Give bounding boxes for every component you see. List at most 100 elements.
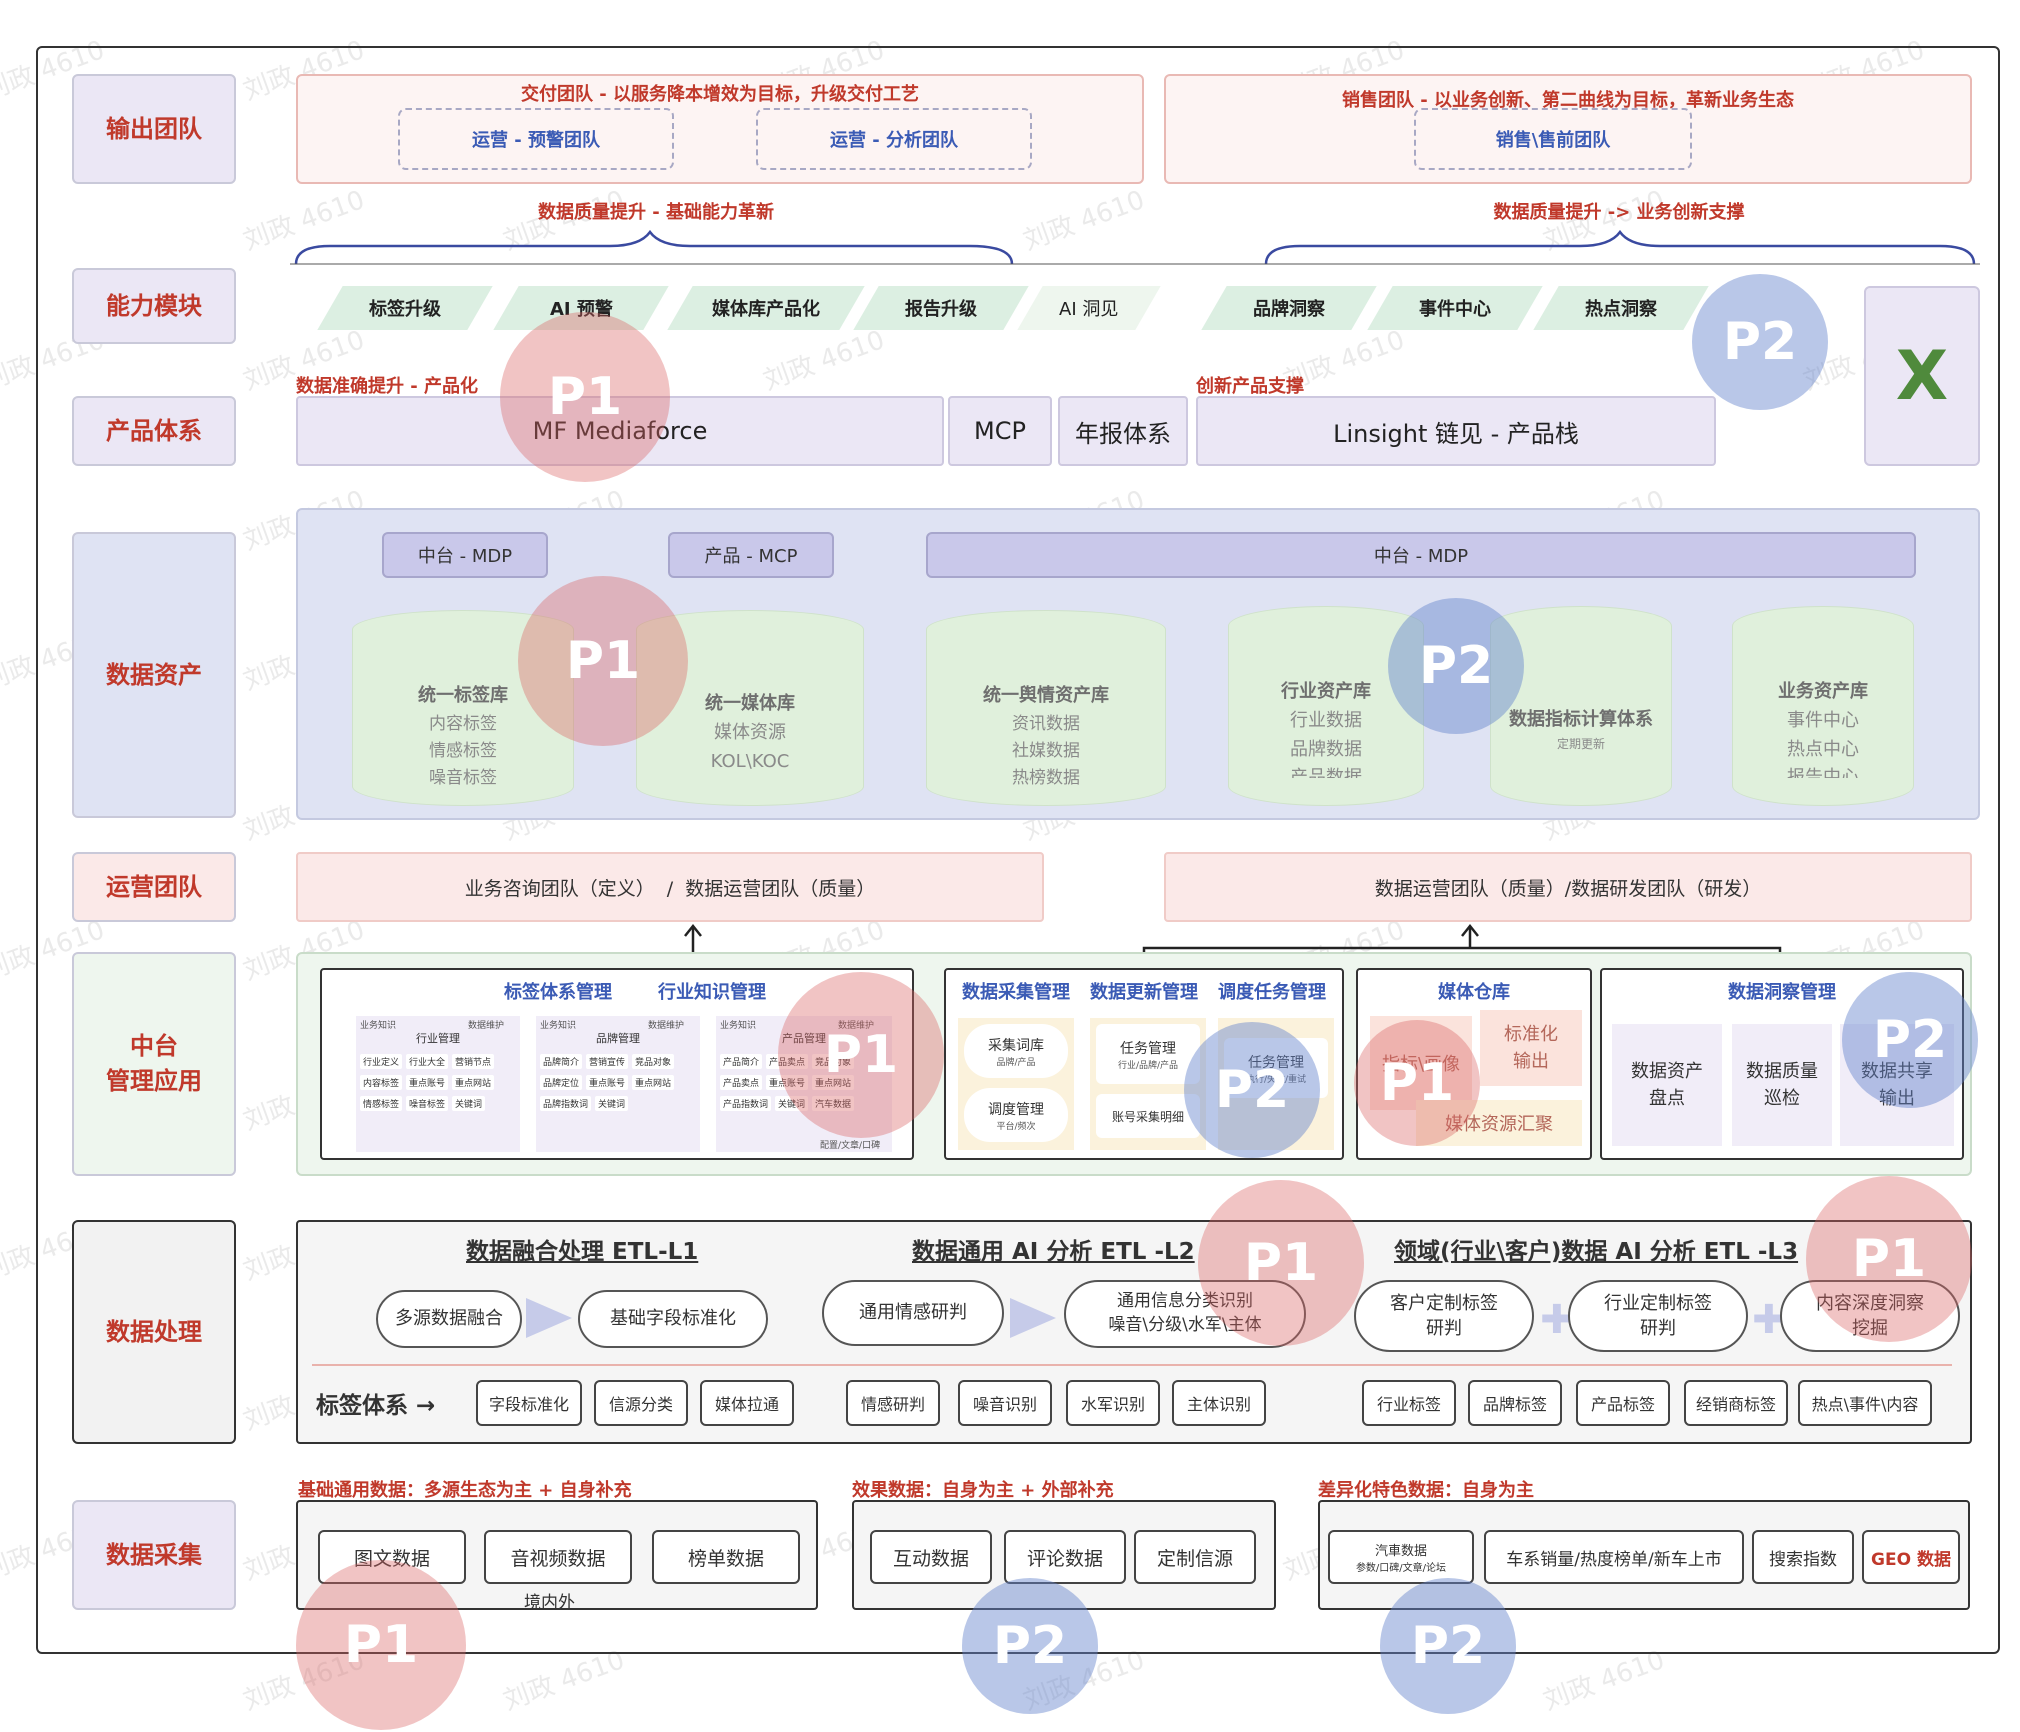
cylinder-media-library-text: 统一媒体库 媒体资源 KOL\KOC bbox=[636, 690, 864, 776]
mid-schedule-title: 调度任务管理 bbox=[1218, 982, 1326, 1003]
mid-update-panel: 任务管理行业/品牌/产品 账号采集明细 bbox=[1090, 1018, 1206, 1150]
cylinder-media-library-line: 媒体资源 bbox=[714, 721, 786, 743]
row-label-product: 产品体系 bbox=[72, 396, 236, 466]
processing-l2-title: 数据通用 AI 分析 ETL -L2 bbox=[912, 1239, 1195, 1265]
cylinder-metrics-system bbox=[1490, 606, 1672, 806]
capability-report-upgrade-label: 报告升级 bbox=[905, 299, 977, 320]
product-mf-label: MF Mediaforce bbox=[532, 417, 708, 445]
processing-multi-source-fusion: 多源数据融合 bbox=[376, 1290, 522, 1348]
cylinder-sentiment-library bbox=[926, 610, 1166, 806]
processing-tag: 经销商标签 bbox=[1684, 1380, 1788, 1426]
delivery-team-title: 交付团队 - 以服务降本增效为目标，升级交付工艺 bbox=[520, 84, 919, 105]
priority-p2-capability: P2 bbox=[1692, 274, 1828, 410]
mid-panel-tag: 情感标签 bbox=[360, 1096, 403, 1111]
mid-panel-note: 配置/文章/口碑 bbox=[820, 1141, 881, 1151]
mid-panel-tags: 行业定义行业大全营销节点内容标签重点账号重点网站情感标签噪音标签关键词 bbox=[358, 1050, 518, 1113]
capability-event-center-label: 事件中心 bbox=[1419, 299, 1491, 320]
collect-ranking: 榜单数据 bbox=[652, 1530, 800, 1584]
priority-p2-mid-schedule: P2 bbox=[1184, 1022, 1320, 1158]
mid-panel-h1: 业务知识 bbox=[720, 1021, 757, 1031]
collect-custom-source: 定制信源 bbox=[1134, 1530, 1256, 1584]
cylinder-tag-library-line: 噪音标签 bbox=[429, 768, 497, 789]
product-linsight: Linsight 链见 - 产品栈 bbox=[1196, 396, 1716, 466]
mid-panel-tag: 品牌指数词 bbox=[540, 1096, 592, 1111]
mid-panel-title: 品牌管理 bbox=[596, 1032, 640, 1045]
brace-right-label: 数据质量提升 -> 业务创新支撑 bbox=[1493, 202, 1745, 223]
mid-panel-tag: 品牌简介 bbox=[540, 1054, 583, 1069]
mid-panel-h2: 数据维护 bbox=[838, 1021, 875, 1031]
mid-panel-tag: 关键词 bbox=[452, 1096, 486, 1111]
processing-tag: 品牌标签 bbox=[1468, 1380, 1562, 1426]
mid-panel-tag: 产品指数词 bbox=[720, 1096, 772, 1111]
priority-p1-media: P1 bbox=[1354, 1020, 1480, 1146]
cylinder-business-title: 业务资产库 bbox=[1778, 681, 1868, 702]
mid-group-media-warehouse: 媒体仓库 指标\画像 标准化输出 媒体资源汇聚 bbox=[1356, 968, 1592, 1160]
processing-sentiment: 通用情感研判 bbox=[822, 1280, 1004, 1346]
cylinder-business-line: 热点中心 bbox=[1787, 738, 1859, 760]
capability-brand-insight-label: 品牌洞察 bbox=[1253, 299, 1325, 320]
capability-tag-upgrade-label: 标签升级 bbox=[369, 299, 441, 320]
row-label-asset: 数据资产 bbox=[72, 532, 236, 818]
processing-deep-insight: 内容深度洞察 挖掘 bbox=[1780, 1280, 1960, 1352]
processing-arrow-icon bbox=[1010, 1298, 1056, 1338]
cylinder-business-line: 事件中心 bbox=[1787, 709, 1859, 731]
priority-p1-l3: P1 bbox=[1806, 1176, 1972, 1342]
mid-item-sub: 执行/失败/重试 bbox=[1245, 1074, 1307, 1085]
row-label-capability: 能力模块 bbox=[72, 268, 236, 344]
collect-domestic-overseas: 境内外 bbox=[524, 1593, 575, 1613]
plus-icon: ✚ bbox=[1540, 1297, 1574, 1343]
collect-interaction: 互动数据 bbox=[870, 1530, 992, 1584]
cylinder-sentiment-line: 热榜数据 bbox=[1012, 768, 1080, 789]
cylinder-media-library-title: 统一媒体库 bbox=[705, 693, 795, 714]
cylinder-sentiment-title: 统一舆情资产库 bbox=[983, 685, 1109, 706]
priority-p2-effect: P2 bbox=[962, 1578, 1098, 1714]
ops-team-left: 业务咨询团队（定义） / 数据运营团队（质量） bbox=[296, 852, 1044, 922]
row-label-mid-line1: 中台 bbox=[130, 1032, 178, 1061]
mid-panel-tag: 重点网站 bbox=[452, 1075, 495, 1090]
processing-arrow-icon bbox=[526, 1298, 572, 1338]
mid-panel-tag: 品牌定位 bbox=[540, 1075, 583, 1090]
mid-panel-tag: 重点账号 bbox=[586, 1075, 629, 1090]
cylinder-sentiment-library-text: 统一舆情资产库 资讯数据 社媒数据 热榜数据 bbox=[926, 682, 1166, 792]
processing-tag: 情感研判 bbox=[846, 1380, 940, 1426]
priority-p1-collect: P1 bbox=[296, 1560, 466, 1730]
priority-p1-product: P1 bbox=[500, 312, 670, 482]
mid-media-warehouse-title: 媒体仓库 bbox=[1438, 982, 1510, 1003]
plus-icon: ✚ bbox=[1752, 1297, 1786, 1343]
collect-audio-video: 音视频数据 bbox=[484, 1530, 632, 1584]
delivery-team-analysis: 运营 - 分析团队 bbox=[756, 108, 1032, 170]
mid-panel-tag: 产品卖点 bbox=[720, 1075, 763, 1090]
mid-panel-h2: 数据维护 bbox=[468, 1021, 505, 1031]
brace-left-label: 数据质量提升 - 基础能力革新 bbox=[537, 202, 774, 223]
processing-field-standardize: 基础字段标准化 bbox=[578, 1290, 768, 1348]
mid-panel-tag: 竞品对象 bbox=[632, 1054, 675, 1069]
processing-tag: 噪音识别 bbox=[958, 1380, 1052, 1426]
mid-insight-title: 数据洞察管理 bbox=[1728, 982, 1836, 1003]
capability-ai-insight-label: AI 洞见 bbox=[1059, 299, 1119, 320]
mid-panel-h1: 业务知识 bbox=[360, 1021, 397, 1031]
capability-media-library: 媒体库产品化 bbox=[667, 286, 865, 330]
mid-update-title: 数据更新管理 bbox=[1090, 982, 1198, 1003]
mid-panel-h1: 业务知识 bbox=[540, 1021, 577, 1031]
mid-panel-tag: 重点账号 bbox=[766, 1075, 809, 1090]
collect-image-text: 图文数据 bbox=[318, 1530, 466, 1584]
priority-p2-asset: P2 bbox=[1388, 598, 1524, 734]
collect-geo-data: GEO 数据 bbox=[1862, 1530, 1960, 1584]
cylinder-tag-library-line: 情感标签 bbox=[429, 740, 497, 761]
delivery-team-box: 交付团队 - 以服务降本增效为目标，升级交付工艺 运营 - 预警团队 运营 - … bbox=[296, 74, 1144, 184]
mid-media-metrics: 指标\画像 bbox=[1370, 1016, 1472, 1110]
capability-hotspot-insight-label: 热点洞察 bbox=[1585, 299, 1657, 320]
mid-insight-sharing: 数据共享输出 bbox=[1840, 1024, 1954, 1146]
mid-insight-quality-check: 数据质量巡检 bbox=[1732, 1024, 1832, 1146]
processing-info-classification: 通用信息分类识别 噪音\分级\水军\主体 bbox=[1064, 1280, 1306, 1348]
cylinder-media-library bbox=[636, 610, 864, 806]
cylinder-tag-library-line: 内容标签 bbox=[429, 713, 497, 734]
cylinder-business-library bbox=[1732, 606, 1914, 806]
mid-tag-system-title: 标签体系管理 bbox=[504, 982, 612, 1003]
outer-frame bbox=[36, 46, 2000, 1654]
mid-item-title: 账号采集明细 bbox=[1111, 1109, 1184, 1124]
delivery-team-analysis-label: 运营 - 分析团队 bbox=[829, 130, 958, 151]
capability-report-upgrade: 报告升级 bbox=[853, 286, 1029, 330]
processing-divider bbox=[312, 1364, 1952, 1366]
processing-client-tag: 客户定制标签 研判 bbox=[1354, 1280, 1534, 1352]
